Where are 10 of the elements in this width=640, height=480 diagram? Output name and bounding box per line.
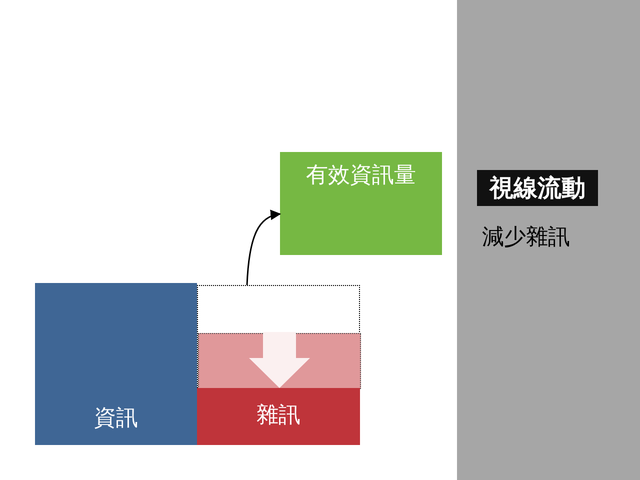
box-label: 減少雜訊 bbox=[482, 224, 570, 252]
box-label: 雜訊 bbox=[256, 402, 302, 430]
result-box bbox=[280, 152, 442, 255]
title-label: 視線流動 bbox=[477, 170, 598, 206]
box-label: 資訊 bbox=[93, 405, 139, 433]
curved-arrow bbox=[246, 210, 282, 286]
side-panel bbox=[457, 0, 640, 480]
box-label: 有效資訊量 bbox=[305, 162, 417, 190]
info-box bbox=[35, 283, 197, 445]
noise-box bbox=[197, 388, 360, 445]
